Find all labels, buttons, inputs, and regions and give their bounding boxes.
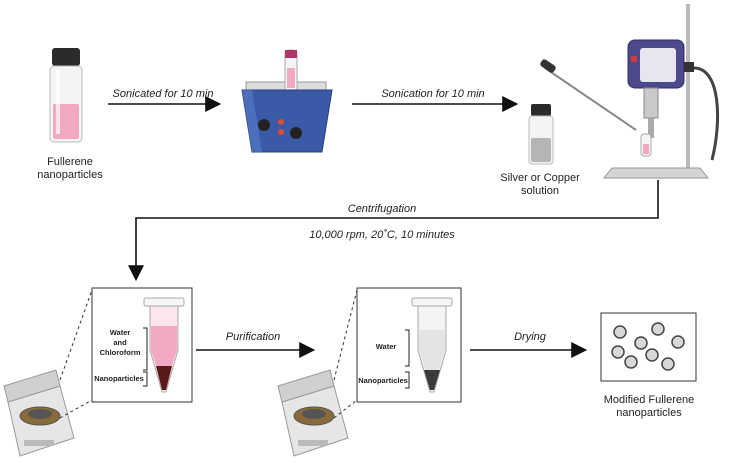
- ultrasonic-bath-icon: [241, 49, 333, 153]
- zoom-line-2a: [333, 289, 358, 381]
- zoom-line-2b: [333, 399, 358, 419]
- silver-label-line2: solution: [521, 185, 559, 197]
- bracket-water: [405, 329, 410, 367]
- tube-1-icon: [143, 297, 185, 393]
- step1-label: Sonicated for 10 min: [113, 88, 214, 100]
- centrifuge-2-icon: [277, 369, 349, 457]
- probe-sonicator-icon: [540, 4, 720, 179]
- fullerene-label-line1: Fullerene: [47, 156, 93, 168]
- product-label-line2: nanoparticles: [616, 407, 682, 419]
- silver-label-line1: Silver or Copper: [500, 172, 580, 184]
- centrifuge-1-icon: [3, 369, 75, 457]
- tube1-and: and: [113, 338, 127, 347]
- tube1-nanoparticles: Nanoparticles: [94, 374, 144, 383]
- arrow-centrifugation: [128, 180, 659, 282]
- centrifuge-params-label: 10,000 rpm, 20˚C, 10 minutes: [309, 229, 455, 241]
- zoom-line-1a: [59, 289, 93, 381]
- tube1-water: Water: [110, 328, 131, 337]
- product-label-line1: Modified Fullerene: [604, 394, 695, 406]
- tube2-nanoparticles: Nanoparticles: [358, 376, 408, 385]
- silver-copper-vial-icon: [528, 104, 554, 165]
- tube1-chloroform: Chloroform: [100, 348, 141, 357]
- bracket-water-chloroform: [143, 327, 148, 371]
- tube-2-icon: [411, 297, 453, 393]
- fullerene-label-line2: nanoparticles: [37, 169, 103, 181]
- centrifugation-label: Centrifugation: [348, 203, 417, 215]
- tube2-water: Water: [376, 342, 397, 351]
- zoom-line-1b: [59, 399, 93, 419]
- purification-label: Purification: [226, 331, 280, 343]
- bracket-nanoparticles-1: [143, 371, 148, 387]
- step2-label: Sonication for 10 min: [381, 88, 484, 100]
- nanoparticle-cluster-icon: [611, 322, 685, 371]
- drying-label: Drying: [514, 331, 547, 343]
- bracket-nanoparticles-2: [405, 371, 410, 389]
- fullerene-vial-icon: [49, 48, 83, 143]
